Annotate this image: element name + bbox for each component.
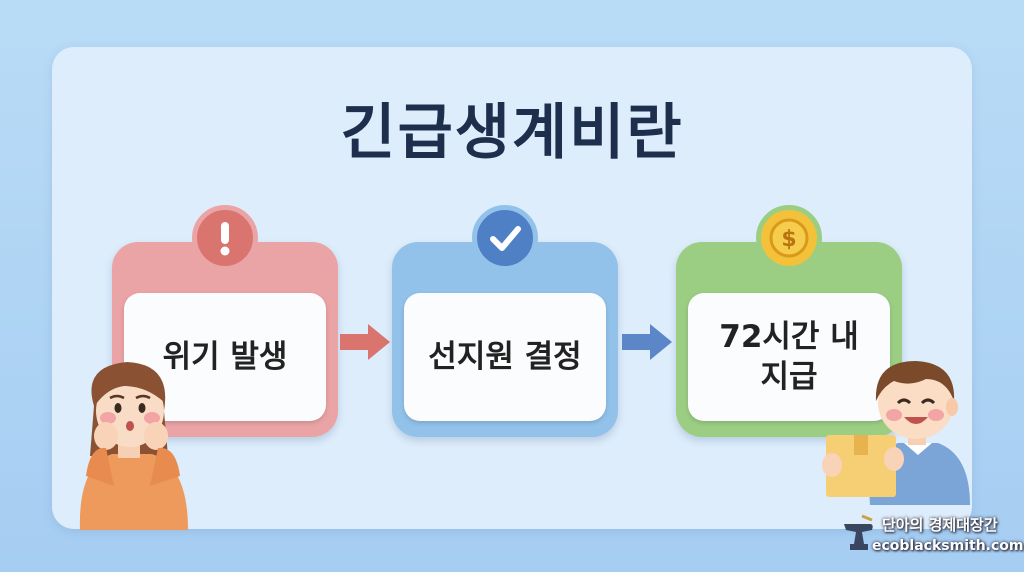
step-payment: $ 72시간 내 지급 (676, 205, 902, 437)
watermark-url: ecoblacksmith.com (872, 538, 1024, 554)
step-label: 72시간 내 지급 (719, 318, 859, 395)
step-box: 선지원 결정 (404, 293, 606, 421)
step-label: 위기 발생 (162, 338, 288, 375)
svg-text:$: $ (781, 227, 796, 252)
watermark: 단아의 경제대장간 ecoblacksmith.com (842, 512, 1024, 560)
step-label: 선지원 결정 (428, 338, 582, 375)
arrow-right-icon (340, 324, 390, 360)
dollar-coin-icon: $ (756, 205, 822, 271)
step-box: 72시간 내 지급 (688, 293, 890, 421)
smiling-boy-illustration (822, 361, 970, 505)
page-title: 긴급생계비란 (340, 98, 684, 168)
exclamation-icon (192, 205, 258, 271)
watermark-name: 단아의 경제대장간 (882, 516, 998, 534)
worried-woman-illustration (79, 362, 188, 530)
arrow-right-icon (622, 324, 672, 360)
anvil-logo-icon (844, 514, 873, 550)
checkmark-icon (472, 205, 538, 271)
step-decision: 선지원 결정 (392, 205, 618, 437)
